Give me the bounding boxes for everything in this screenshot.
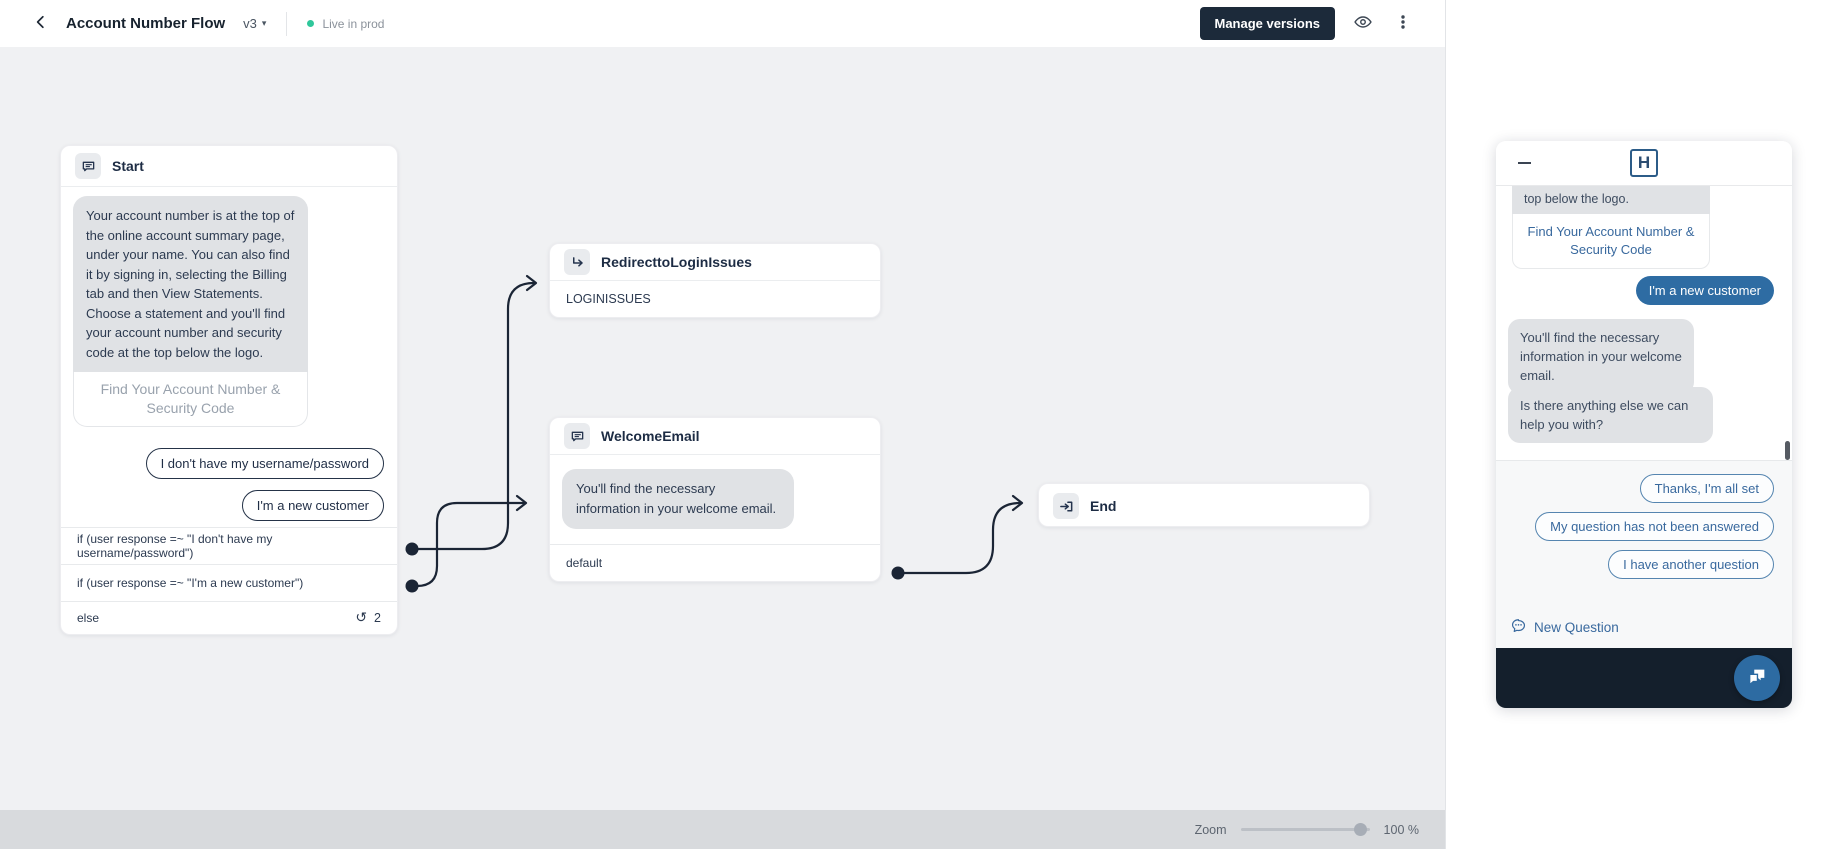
edge-condition1-to-redirect	[410, 281, 536, 551]
bot-message-bubble: You'll find the necessary information in…	[1508, 319, 1694, 394]
eye-icon	[1353, 12, 1373, 35]
divider	[550, 280, 880, 281]
start-message-card: Find Your Account Number & Security Code	[73, 372, 308, 427]
chat-widget-header: H	[1496, 141, 1792, 186]
more-menu-button[interactable]	[1391, 9, 1415, 38]
edge-default-to-end	[896, 501, 1022, 575]
node-start-header: Start	[61, 146, 397, 186]
start-condition-rows: if (user response =~ "I don't have my us…	[61, 527, 397, 634]
retry-counter: ↺ 2	[355, 610, 381, 626]
new-question-label: New Question	[1534, 619, 1619, 635]
redirect-target-row[interactable]: LOGINISSUES	[566, 292, 651, 306]
bot-message-bubble: Is there anything else we can help you w…	[1508, 387, 1713, 443]
start-quick-replies: I don't have my username/password I'm a …	[145, 448, 384, 521]
chat-widget-footer	[1496, 648, 1792, 708]
zoom-label: Zoom	[1194, 822, 1227, 837]
status-badge: Live in prod	[307, 17, 384, 31]
message-node-icon	[75, 153, 101, 179]
end-node-icon	[1053, 493, 1079, 519]
quick-reply-pill: I'm a new customer	[241, 490, 384, 521]
connector-handle	[891, 566, 905, 580]
start-message-bubble: Your account number is at the top of the…	[73, 196, 308, 427]
arrowhead-icon	[525, 274, 538, 292]
chat-message-list[interactable]: top below the logo. Find Your Account Nu…	[1496, 186, 1792, 460]
quick-reply-button[interactable]: I have another question	[1608, 550, 1774, 579]
arrowhead-icon	[1011, 494, 1024, 512]
node-welcome-email[interactable]: WelcomeEmail You'll find the necessary i…	[549, 417, 881, 582]
version-dropdown[interactable]: v3 ▾	[243, 16, 266, 31]
connector-handle	[405, 542, 419, 556]
redirect-node-icon	[564, 249, 590, 275]
node-title: RedirecttoLoginIssues	[601, 254, 752, 270]
start-message-text: Your account number is at the top of the…	[73, 196, 308, 372]
manage-versions-button[interactable]: Manage versions	[1199, 7, 1335, 40]
scrolled-bot-card: top below the logo. Find Your Account Nu…	[1512, 186, 1710, 269]
node-header: WelcomeEmail	[550, 418, 880, 454]
flow-editor-column: Account Number Flow v3 ▾ Live in prod Ma…	[0, 0, 1446, 849]
condition-text: if (user response =~ "I'm a new customer…	[77, 576, 304, 590]
scrolled-bot-text: top below the logo.	[1512, 186, 1710, 214]
condition-row-else[interactable]: else ↺ 2	[61, 601, 397, 634]
quick-reply-button[interactable]: My question has not been answered	[1535, 512, 1774, 541]
condition-row-2[interactable]: if (user response =~ "I'm a new customer…	[61, 564, 397, 601]
default-branch-row[interactable]: default	[550, 544, 880, 581]
back-chevron-icon	[32, 13, 50, 34]
chevron-down-icon: ▾	[261, 18, 267, 29]
status-label: Live in prod	[322, 16, 385, 31]
minus-icon	[1518, 162, 1531, 164]
divider	[61, 186, 397, 187]
chat-bubble-dots-icon	[1510, 617, 1527, 637]
divider	[286, 11, 288, 36]
connector-handle	[405, 579, 419, 593]
preview-panel: H top below the logo. Find Your Account …	[1446, 0, 1829, 849]
condition-text: else	[77, 611, 100, 625]
chat-widget: H top below the logo. Find Your Account …	[1496, 141, 1792, 708]
node-title: End	[1090, 498, 1117, 514]
node-start[interactable]: Start Your account number is at the top …	[60, 145, 398, 635]
divider	[550, 454, 880, 455]
node-redirect-to-login-issues[interactable]: RedirecttoLoginIssues LOGINISSUES	[549, 243, 881, 318]
branch-text: default	[566, 556, 603, 570]
retry-count: 2	[374, 611, 381, 625]
live-dot-icon	[307, 20, 315, 27]
condition-text: if (user response =~ "I don't have my us…	[77, 532, 273, 560]
flow-canvas[interactable]: Start Your account number is at the top …	[0, 47, 1445, 810]
new-question-button[interactable]: New Question	[1510, 617, 1619, 637]
quick-reply-button[interactable]: Thanks, I'm all set	[1639, 474, 1774, 503]
zoom-value: 100 %	[1383, 822, 1419, 837]
node-title: WelcomeEmail	[601, 428, 700, 444]
page-title: Account Number Flow	[66, 15, 226, 32]
node-header: RedirecttoLoginIssues	[550, 244, 880, 280]
node-header: End	[1039, 484, 1369, 528]
preview-button[interactable]	[1349, 8, 1377, 39]
zoom-slider-handle[interactable]	[1353, 823, 1367, 836]
edge-condition2-to-welcome	[410, 501, 526, 588]
condition-row-1[interactable]: if (user response =~ "I don't have my us…	[61, 527, 397, 564]
welcome-message-bubble: You'll find the necessary information in…	[562, 469, 794, 529]
double-chat-bubble-icon	[1746, 666, 1768, 691]
zoom-bar: Zoom 100 %	[0, 810, 1445, 849]
chat-launcher-button[interactable]	[1734, 655, 1780, 701]
user-message-bubble: I'm a new customer	[1635, 276, 1774, 305]
node-title: Start	[112, 158, 144, 174]
quick-reply-list: Thanks, I'm all set My question has not …	[1535, 474, 1774, 579]
top-bar: Account Number Flow v3 ▾ Live in prod Ma…	[0, 0, 1445, 47]
scrollbar-thumb[interactable]	[1785, 441, 1790, 460]
brand-logo: H	[1630, 149, 1658, 177]
node-end[interactable]: End	[1038, 483, 1370, 527]
kebab-menu-icon	[1395, 13, 1411, 34]
version-label: v3	[243, 16, 257, 31]
zoom-slider[interactable]	[1240, 823, 1370, 836]
quick-reply-pill: I don't have my username/password	[145, 448, 384, 479]
message-node-icon	[564, 423, 590, 449]
arrowhead-icon	[515, 494, 528, 512]
retry-loop-icon: ↺	[355, 610, 368, 626]
minimize-button[interactable]	[1512, 156, 1537, 170]
back-button[interactable]	[28, 9, 54, 38]
card-link[interactable]: Find Your Account Number & Security Code	[1512, 214, 1710, 269]
chat-quick-replies-section: Thanks, I'm all set My question has not …	[1496, 460, 1792, 648]
